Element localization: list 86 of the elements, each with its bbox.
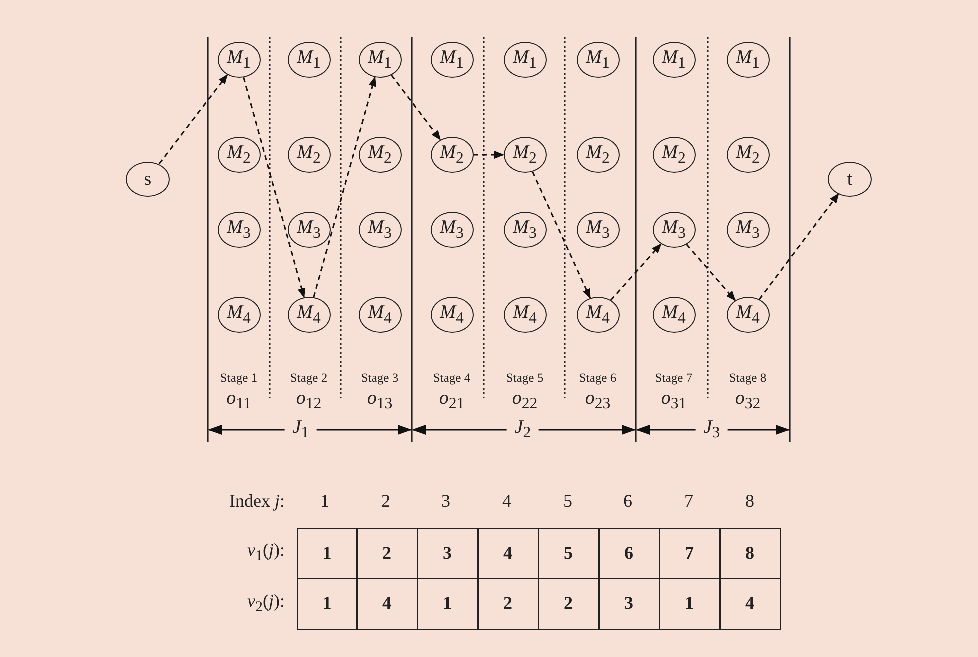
table-cell: 1	[297, 528, 358, 579]
arrow	[532, 172, 592, 300]
table-cell: 2	[477, 578, 539, 630]
index-number: 8	[746, 492, 754, 512]
table-cell: 3	[598, 578, 660, 630]
table-cell: 7	[658, 528, 720, 579]
table-cell: 4	[477, 528, 539, 579]
machine-node: M$_{4}$	[288, 297, 330, 333]
machine-node: M$_{3}$	[288, 212, 330, 248]
arrow	[243, 77, 306, 298]
table-cell: 4	[719, 578, 781, 630]
terminal-node: s	[126, 162, 170, 196]
index-number: 5	[564, 492, 572, 512]
machine-node: M$_{2}$	[288, 137, 330, 173]
machine-node: M$_{2}$	[652, 137, 696, 173]
arrow	[313, 76, 377, 298]
machine-node: M$_{1}$	[576, 42, 620, 78]
machine-node: M$_{1}$	[504, 42, 546, 78]
operation-label: o$_{22}$	[512, 388, 538, 414]
machine-node: M$_{2}$	[218, 137, 260, 173]
index-number: 2	[382, 492, 390, 512]
machine-node: M$_{3}$	[652, 212, 696, 248]
machine-node: M$_{4}$	[358, 297, 402, 333]
arrow	[610, 244, 662, 302]
arrow	[474, 151, 504, 159]
operation-label: o$_{21}$	[439, 388, 465, 414]
table-cell: 8	[719, 528, 781, 579]
table-cell: 1	[416, 578, 478, 630]
machine-node: M$_{2}$	[430, 137, 474, 173]
terminal-node: t	[828, 162, 872, 196]
machine-node: M$_{2}$	[576, 137, 620, 173]
machine-node: M$_{3}$	[430, 212, 474, 248]
machine-node: M$_{1}$	[218, 42, 260, 78]
machine-node: M$_{4}$	[504, 297, 546, 333]
table-cell: 2	[356, 528, 418, 579]
machine-node: M$_{3}$	[726, 212, 770, 248]
operation-label: o$_{13}$	[367, 388, 393, 414]
operation-label: o$_{31}$	[661, 388, 687, 414]
table-cell: 3	[416, 528, 478, 579]
machine-node: M$_{2}$	[726, 137, 770, 173]
arrow	[390, 74, 442, 141]
table-cell: 1	[297, 578, 358, 630]
table-cell: 4	[356, 578, 418, 630]
machine-node: M$_{1}$	[430, 42, 474, 78]
operation-label: o$_{11}$	[226, 388, 252, 414]
row-label: v$_{1}$(j):	[247, 540, 285, 566]
operation-label: o$_{23}$	[585, 388, 611, 414]
machine-node: M$_{1}$	[652, 42, 696, 78]
stage-label: Stage 1	[220, 372, 258, 386]
index-number: 4	[502, 492, 512, 512]
row-label: v$_{2}$(j):	[247, 592, 285, 616]
machine-node: M$_{1}$	[726, 42, 770, 78]
arrow	[758, 193, 840, 300]
machine-node: M$_{3}$	[504, 212, 546, 248]
row-label: Index j:	[229, 492, 285, 512]
arrow	[686, 244, 736, 302]
machine-node: M$_{4}$	[430, 297, 474, 333]
table-cell: 2	[538, 578, 600, 630]
index-number: 1	[320, 492, 330, 512]
stage-label: Stage 5	[506, 372, 544, 386]
machine-node: M$_{4}$	[652, 297, 696, 333]
machine-node: M$_{2}$	[358, 137, 402, 173]
machine-node: M$_{2}$	[504, 137, 546, 173]
machine-node: M$_{4}$	[576, 297, 620, 333]
machine-node: M$_{1}$	[358, 42, 402, 78]
machine-node: M$_{3}$	[218, 212, 260, 248]
index-number: 3	[442, 492, 450, 512]
stage-label: Stage 6	[579, 372, 617, 386]
stage-label: Stage 3	[361, 372, 399, 386]
table-cell: 6	[598, 528, 660, 579]
operation-label: o$_{32}$	[735, 388, 761, 414]
operation-label: o$_{12}$	[296, 388, 322, 414]
stage-label: Stage 8	[729, 372, 767, 386]
table-cell: 1	[658, 578, 720, 630]
machine-node: M$_{3}$	[576, 212, 620, 248]
table-cell: 5	[538, 528, 600, 579]
stage-label: Stage 4	[433, 372, 471, 386]
stage-label: Stage 2	[290, 372, 328, 386]
index-number: 6	[624, 492, 632, 512]
arrow	[158, 74, 228, 164]
machine-node: M$_{4}$	[726, 297, 770, 333]
machine-node: M$_{1}$	[288, 42, 330, 78]
machine-node: M$_{4}$	[218, 297, 260, 333]
index-number: 7	[684, 492, 694, 512]
machine-node: M$_{3}$	[358, 212, 402, 248]
stage-label: Stage 7	[655, 372, 693, 386]
